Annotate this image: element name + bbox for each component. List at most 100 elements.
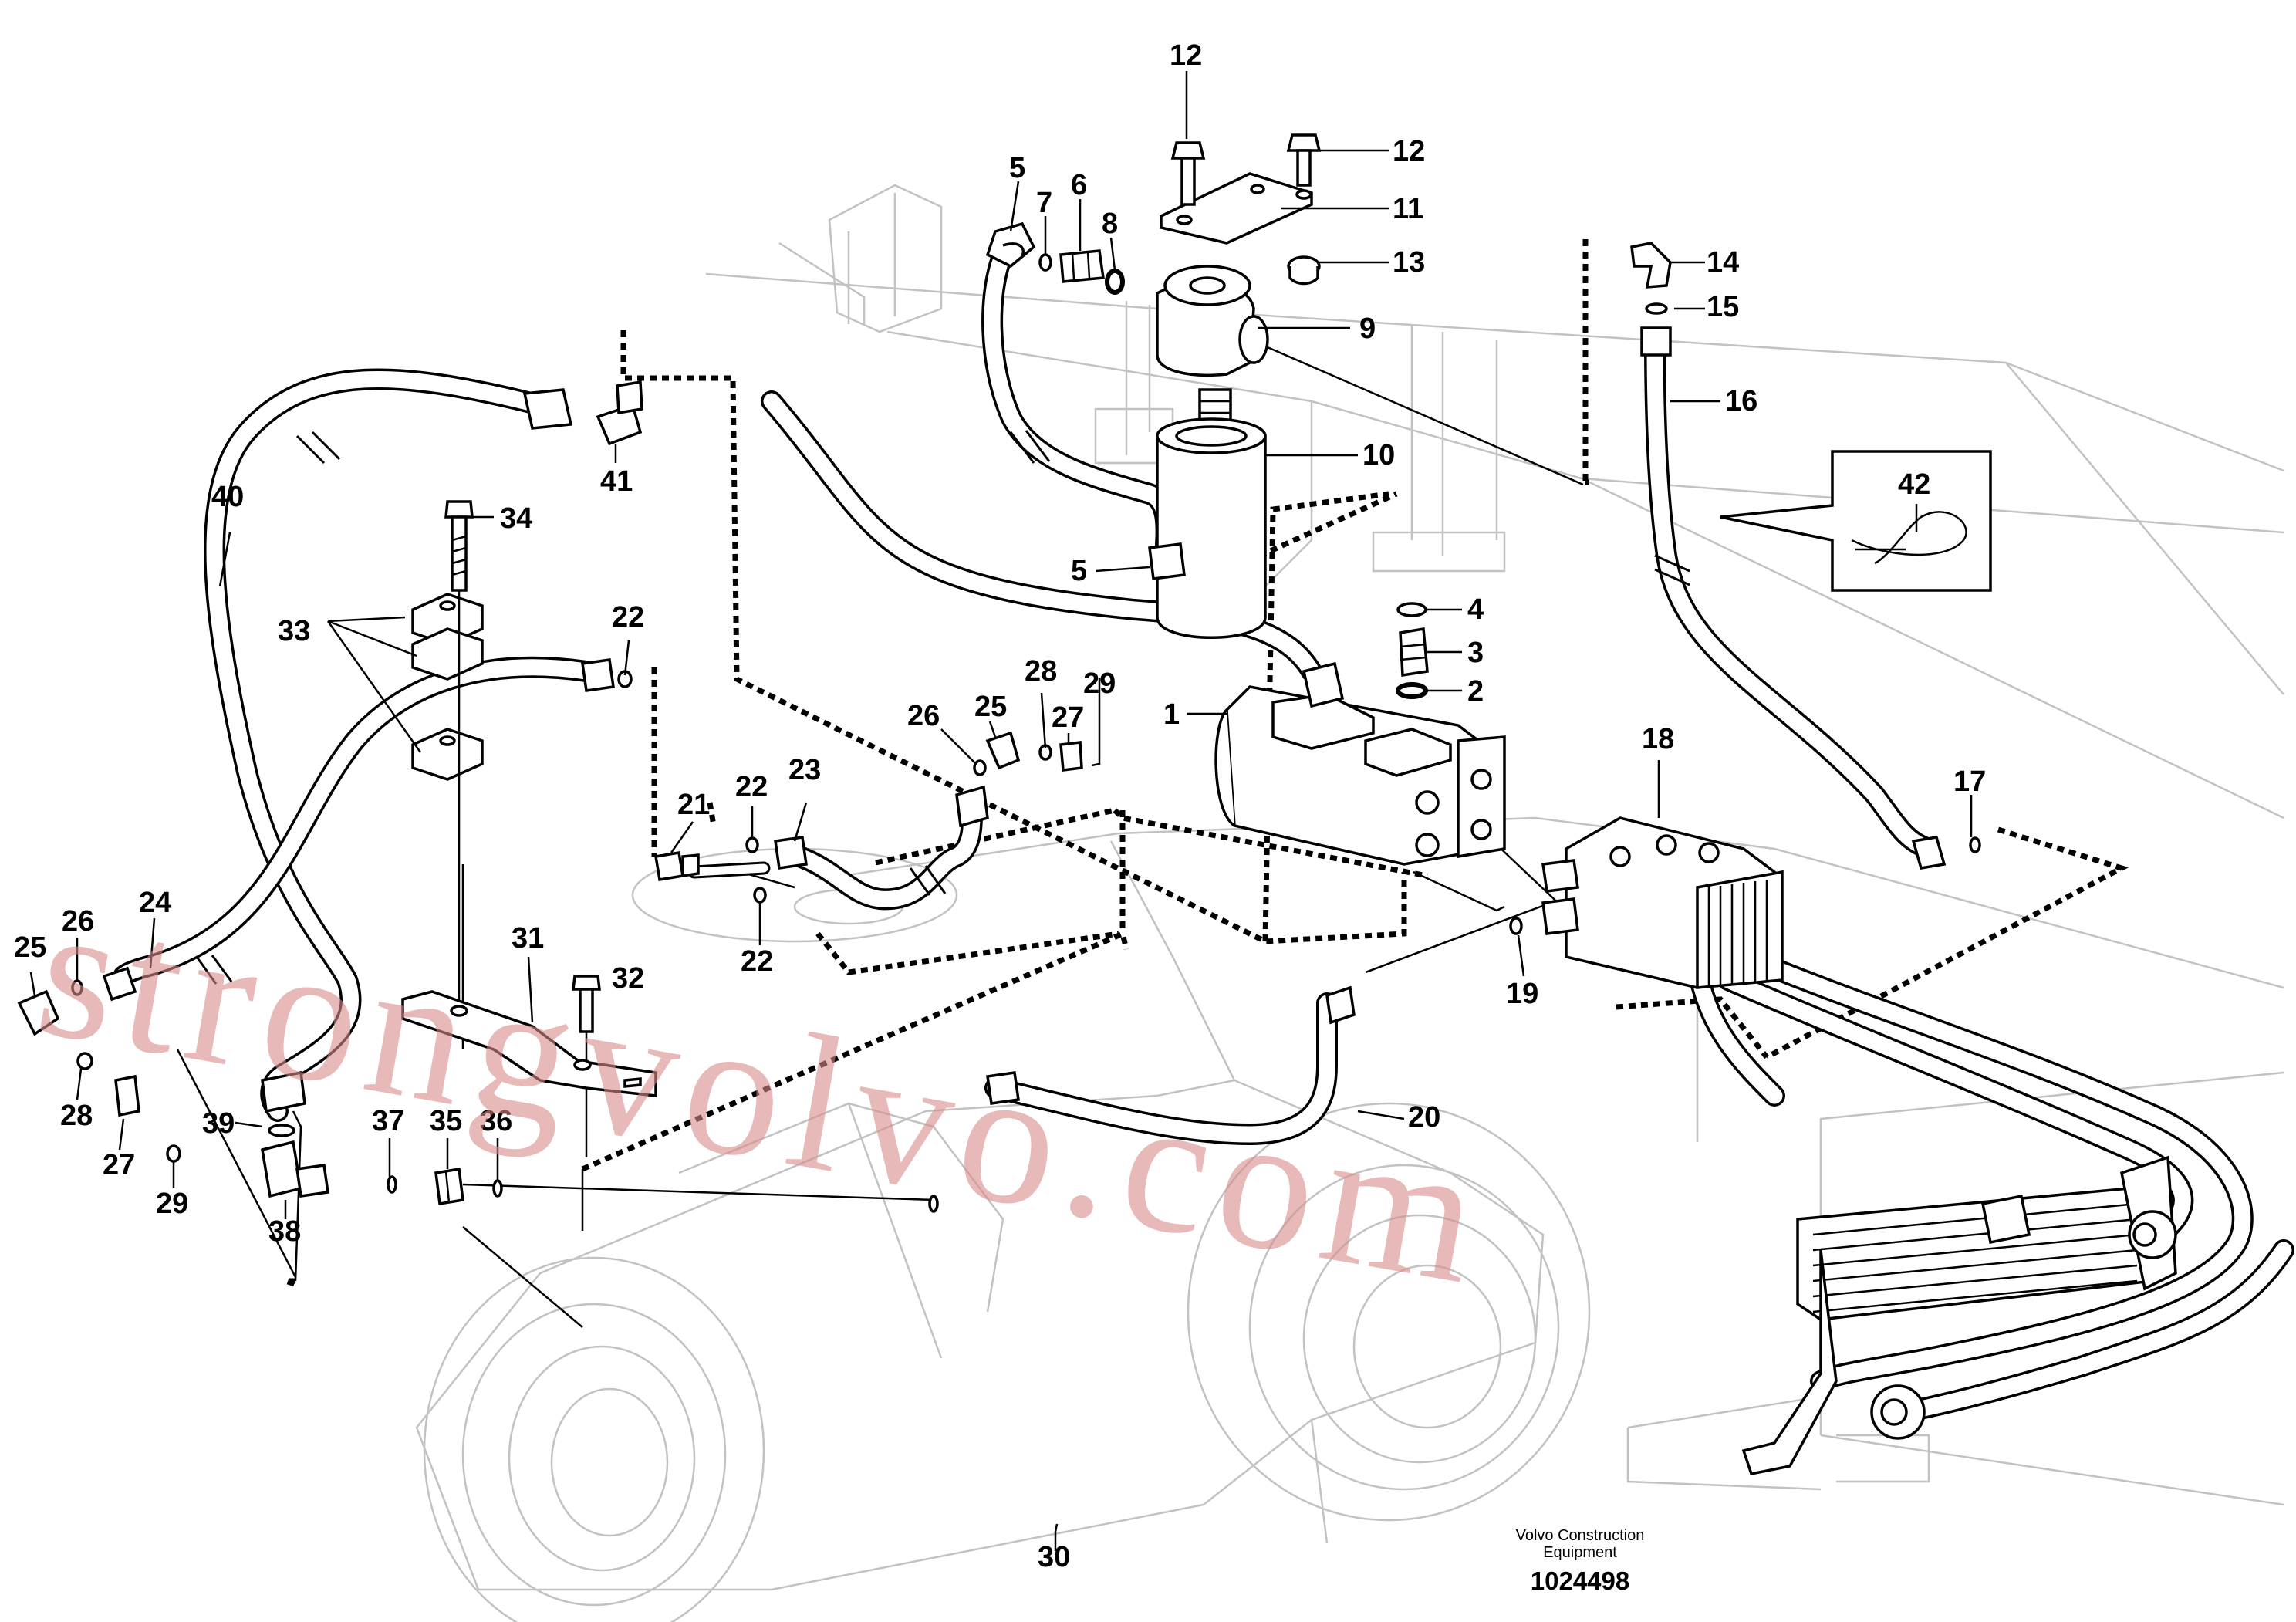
fitting-20-end <box>986 985 1356 1105</box>
callout-10: 10 <box>1362 439 1395 471</box>
callout-36: 36 <box>480 1105 512 1137</box>
callout-39: 39 <box>202 1107 235 1140</box>
callout-27-a: 27 <box>1052 701 1084 734</box>
seal-4 <box>1396 602 1427 617</box>
callout-28-b: 28 <box>60 1100 93 1132</box>
callout-26-a: 26 <box>907 700 940 732</box>
adapter-35 <box>434 1167 464 1206</box>
callout-40: 40 <box>211 481 244 513</box>
callout-5-b: 5 <box>1071 555 1087 587</box>
filter-head-9 <box>1156 265 1269 434</box>
seal-far <box>928 1195 939 1213</box>
seal-17 <box>1969 836 1981 853</box>
seal-26-mid <box>973 759 987 776</box>
bracket-11 <box>1160 172 1313 245</box>
callout-1: 1 <box>1163 698 1180 731</box>
callout-29-b: 29 <box>156 1188 188 1220</box>
hose-24 <box>113 656 597 987</box>
elbow-38 <box>261 1140 329 1198</box>
leader-lines <box>29 71 1973 1551</box>
callout-6: 6 <box>1071 169 1087 201</box>
callout-12-a: 12 <box>1170 39 1202 72</box>
oil-cooler-radiator <box>1741 1155 2177 1476</box>
nut-23 <box>774 836 808 870</box>
bolt-12-b <box>1286 133 1322 187</box>
callout-2: 2 <box>1467 675 1484 708</box>
callout-41: 41 <box>600 465 633 498</box>
callout-8: 8 <box>1102 208 1118 240</box>
callout-25-a: 25 <box>974 691 1007 723</box>
elbow-14 <box>1630 242 1672 289</box>
seal-29-left <box>166 1144 181 1163</box>
company-line-2: Equipment <box>1543 1544 1617 1561</box>
fitting-25-mid <box>955 731 1021 828</box>
callout-16: 16 <box>1725 385 1757 417</box>
adapter-6 <box>1059 249 1105 283</box>
hose-20 <box>984 992 1338 1145</box>
nut-24-end <box>102 966 137 1002</box>
adapter-27-left <box>114 1074 140 1117</box>
callout-17: 17 <box>1953 765 1986 798</box>
hose-23 <box>776 799 983 911</box>
hose-16 <box>1644 329 1940 860</box>
bolt-12-a <box>1170 141 1206 206</box>
callout-9: 9 <box>1359 313 1376 345</box>
seal-28-left <box>76 1052 93 1070</box>
fitting-5-lower <box>1148 542 1186 580</box>
callout-14: 14 <box>1707 246 1739 279</box>
callout-11: 11 <box>1393 193 1423 225</box>
callout-22-a: 22 <box>612 601 644 634</box>
adapter-27-mid <box>1059 741 1083 772</box>
ring-8 <box>1105 269 1125 295</box>
callout-15: 15 <box>1707 291 1739 323</box>
callout-22-c: 22 <box>741 945 773 978</box>
seal-37 <box>387 1175 397 1194</box>
callout-7: 7 <box>1036 187 1052 219</box>
fitting-21 <box>653 850 700 882</box>
callout-24: 24 <box>139 887 171 919</box>
callout-29-a: 29 <box>1083 667 1116 700</box>
fitting-5-upper <box>985 221 1036 269</box>
watermark-text: strongvolvo.com <box>25 862 1504 1326</box>
fitting-hose-40-end <box>261 1070 306 1113</box>
seal-15 <box>1645 302 1668 315</box>
cooler-lines <box>1687 938 2294 1423</box>
nut-24-top <box>581 658 615 692</box>
callout-20: 20 <box>1408 1101 1440 1134</box>
seal-36 <box>492 1179 503 1198</box>
callout-23: 23 <box>788 754 821 786</box>
dashed-connection-lines <box>284 239 2129 1288</box>
cooler-18 <box>1541 816 1784 989</box>
callout-33: 33 <box>278 615 310 647</box>
fitting-17 <box>1911 836 1947 870</box>
callout-25-b: 25 <box>14 931 46 964</box>
callout-4: 4 <box>1467 593 1484 626</box>
seal-22-mid <box>745 836 759 853</box>
seal-19 <box>1509 917 1523 935</box>
nut-16-top <box>1640 326 1672 357</box>
hose-cut-marks <box>195 430 1690 985</box>
callout-labels: 12 12 11 13 5 7 6 8 9 10 5 14 15 16 42 4… <box>14 39 1986 1573</box>
seal-39 <box>268 1124 295 1137</box>
adapter-3 <box>1399 627 1429 678</box>
nut-13 <box>1287 255 1321 286</box>
elbow-25-left <box>17 989 60 1036</box>
ring-2 <box>1396 682 1428 699</box>
clamp-33 <box>411 593 484 781</box>
callout-5-a: 5 <box>1009 152 1025 184</box>
hose-40 <box>204 368 551 1122</box>
callout-21: 21 <box>677 789 710 821</box>
callout-27-b: 27 <box>103 1149 135 1181</box>
callout-31: 31 <box>512 922 544 955</box>
elbow-41 <box>522 380 643 446</box>
title-block: Volvo Construction Equipment 1024498 <box>1516 1527 1645 1595</box>
seal-22-low <box>753 887 767 904</box>
valve-block-1 <box>1214 661 1506 866</box>
bolt-32 <box>572 975 601 1033</box>
callout-37: 37 <box>372 1105 404 1137</box>
company-line-1: Volvo Construction <box>1516 1527 1645 1544</box>
callout-38: 38 <box>268 1215 301 1248</box>
callout-30: 30 <box>1038 1541 1070 1573</box>
callout-28-a: 28 <box>1025 655 1057 688</box>
